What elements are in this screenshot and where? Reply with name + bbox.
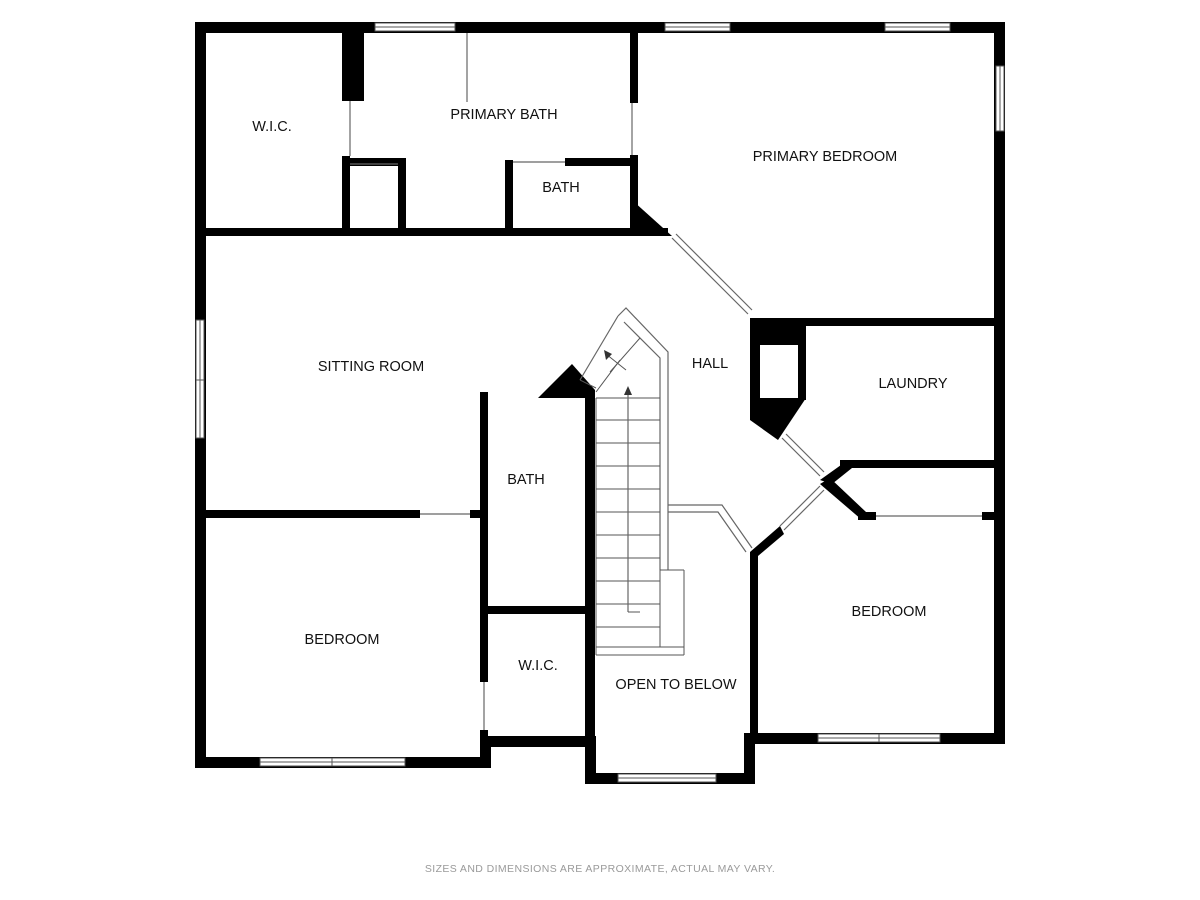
door-openings: [349, 33, 982, 730]
room-label-wic-primary: W.I.C.: [252, 119, 291, 135]
room-label-bedroom-left: BEDROOM: [305, 632, 380, 648]
room-label-wic-center: W.I.C.: [518, 658, 557, 674]
exterior-walls: [195, 22, 1005, 784]
room-label-primary-bath: PRIMARY BATH: [450, 107, 557, 123]
room-label-primary-bedroom: PRIMARY BEDROOM: [753, 149, 898, 165]
room-label-bath-center: BATH: [507, 472, 545, 488]
room-label-laundry: LAUNDRY: [878, 376, 947, 392]
room-labels: W.I.C. PRIMARY BATH BATH PRIMARY BEDROOM…: [252, 107, 948, 693]
room-label-hall: HALL: [692, 356, 728, 372]
staircase: [579, 307, 685, 656]
room-label-open-to-below: OPEN TO BELOW: [615, 677, 736, 693]
interior-walls: [195, 33, 1005, 760]
room-label-bath-small: BATH: [542, 180, 580, 196]
room-label-bedroom-right: BEDROOM: [852, 604, 927, 620]
disclaimer-text: SIZES AND DIMENSIONS ARE APPROXIMATE, AC…: [425, 863, 775, 875]
windows: [195, 22, 1005, 783]
room-label-sitting-room: SITTING ROOM: [318, 359, 424, 375]
